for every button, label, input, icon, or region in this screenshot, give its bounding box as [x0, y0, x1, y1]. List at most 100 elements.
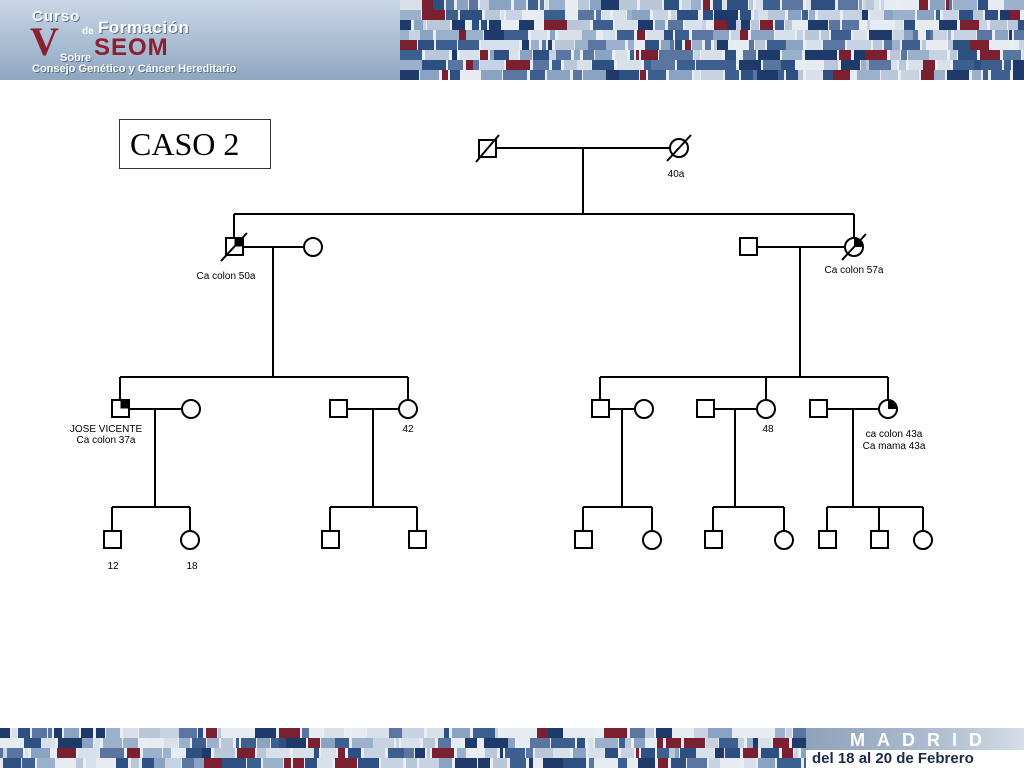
stripe-bar: [163, 748, 171, 758]
stripe-bar: [450, 70, 460, 80]
stripe-bar: [1019, 40, 1024, 50]
stripe-bar: [974, 60, 981, 70]
stripe-bar: [179, 738, 190, 748]
stripe-bar: [446, 10, 458, 20]
stripe-bar: [535, 748, 553, 758]
stripe-bar: [806, 0, 811, 10]
stripe-bar: [621, 748, 634, 758]
stripe-bar: [142, 758, 154, 768]
stripe-bar: [123, 738, 138, 748]
stripe-bar: [548, 40, 552, 50]
gen4-male-7: [704, 530, 723, 549]
stripe-bar: [400, 0, 422, 10]
stripe-bar: [811, 0, 835, 10]
city-text: MADRID: [850, 730, 994, 750]
stripe-bar: [692, 30, 713, 40]
stripe-bar: [96, 728, 105, 738]
stripe-bar: [57, 748, 76, 758]
stripe-bar: [818, 60, 821, 70]
stripe-bar: [472, 20, 479, 30]
stripe-bar: [423, 20, 426, 30]
stripe-bar: [647, 30, 664, 40]
gen3-couple-e: [826, 408, 924, 531]
stripe-bar: [792, 738, 810, 748]
stripe-bar: [874, 0, 879, 10]
stripe-bar: [0, 738, 23, 748]
stripe-bar: [338, 748, 345, 758]
stripe-bar: [481, 40, 504, 50]
stripe-bar: [466, 30, 483, 40]
stripe-bar: [493, 758, 507, 768]
stripe-bar: [531, 40, 539, 50]
stripe-bar: [904, 30, 913, 40]
gen4-male-5: [574, 530, 593, 549]
stripe-bar: [324, 728, 344, 738]
stripe-bar: [947, 70, 969, 80]
stripe-bar: [257, 738, 270, 748]
stripe-bar: [485, 748, 497, 758]
stripe-bar: [749, 40, 754, 50]
gen3-couple-a: [111, 408, 191, 531]
stripe-bar: [756, 0, 763, 10]
stripe-bar: [922, 40, 926, 50]
stripe-bar: [909, 60, 923, 70]
stripe-bar: [743, 50, 756, 60]
label-gen4-child2-age: 18: [186, 561, 198, 572]
stripe-bar: [214, 748, 235, 758]
stripe-bar: [414, 20, 423, 30]
stripe-bar: [549, 0, 565, 10]
stripe-bar: [721, 758, 741, 768]
stripe-bar: [286, 738, 306, 748]
stripe-bar: [921, 70, 934, 80]
stripe-bar: [469, 0, 478, 10]
stripe-bar: [601, 0, 619, 10]
stripe-bar: [600, 728, 604, 738]
stripe-bar: [741, 20, 750, 30]
stripe-bar: [753, 738, 758, 748]
stripe-bar: [64, 728, 79, 738]
stripe-bar: [613, 10, 626, 20]
stripe-bar: [436, 30, 459, 40]
stripe-bar: [604, 728, 627, 738]
stripe-bar: [400, 60, 422, 70]
stripe-bar: [388, 748, 404, 758]
footer-banner: MADRID del 18 al 20 de Febrero: [0, 728, 1024, 768]
stripe-bar: [823, 70, 833, 80]
stripe-bar: [781, 60, 795, 70]
stripe-bar: [400, 30, 409, 40]
stripe-bar: [899, 0, 917, 10]
stripe-bar: [908, 50, 929, 60]
stripe-bar: [367, 728, 389, 738]
stripe-bar: [533, 50, 549, 60]
stripe-bar: [641, 748, 655, 758]
stripe-bar: [452, 50, 457, 60]
stripe-bar: [709, 758, 720, 768]
stripe-bar: [0, 758, 3, 768]
stripe-bar: [884, 0, 896, 10]
stripe-bar: [574, 50, 580, 60]
stripe-bar: [741, 70, 753, 80]
stripe-bar: [666, 738, 681, 748]
stripe-bar: [207, 738, 219, 748]
stripe-bar: [760, 20, 773, 30]
stripe-bar: [842, 20, 859, 30]
stripe-bar: [24, 738, 41, 748]
stripe-bar: [694, 728, 708, 738]
stripe-bar: [401, 738, 420, 748]
stripe-bar: [636, 748, 639, 758]
stripe-bar: [936, 10, 940, 20]
stripe-bar: [589, 758, 594, 768]
stripe-bar: [504, 30, 528, 40]
stripe-bar: [809, 10, 815, 20]
stripe-bar: [302, 728, 309, 738]
stripe-bar: [792, 20, 807, 30]
stripe-bar: [838, 0, 858, 10]
stripe-bar: [657, 748, 669, 758]
stripe-bar: [719, 738, 738, 748]
stripe-bar: [578, 0, 589, 10]
stripe-bar: [736, 50, 741, 60]
stripe-bar: [596, 758, 615, 768]
stripe-bar: [348, 748, 361, 758]
stripe-bar: [788, 10, 801, 20]
stripe-bar: [685, 20, 702, 30]
